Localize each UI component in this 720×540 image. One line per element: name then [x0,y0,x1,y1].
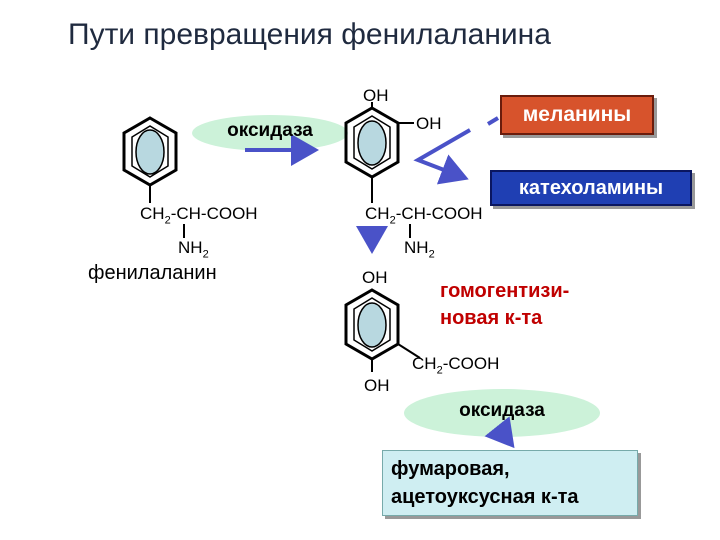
benzene-ring-icon [122,116,178,203]
melanins-box: меланины [500,95,654,135]
phe-amino-group: NH2 [178,238,209,261]
arrow-icon [245,116,515,449]
tyr-side-chain: CH2-CH-COOH [365,204,483,227]
hga-oh-bottom: OH [364,376,390,395]
oxidase-label-2: оксидаза [459,400,545,421]
phe-side-chain: CH2-CH-COOH [140,204,258,227]
tyr-amino-group: NH2 [404,238,435,261]
oxidase-ellipse-2 [404,389,600,437]
tyr-oh-side: OH [416,114,442,133]
hga-oh-top: OH [362,268,388,287]
benzene-ring-icon [344,102,414,203]
homogentisic-label: гомогентизи- новая к-та [440,280,570,329]
tyr-oh-top: OH [363,86,389,105]
oxidase-label-1: оксидаза [227,120,313,141]
fumarate-acetoacetate-box: фумаровая, ацетоуксусная к-та [382,450,638,516]
phenylalanine-label: фенилаланин [88,262,217,284]
benzene-ring-icon [344,288,421,372]
hga-side-chain: CH2-COOH [412,354,500,377]
catecholamines-box: катехоламины [490,170,692,206]
page-title: Пути превращения фенилаланина [68,18,551,51]
